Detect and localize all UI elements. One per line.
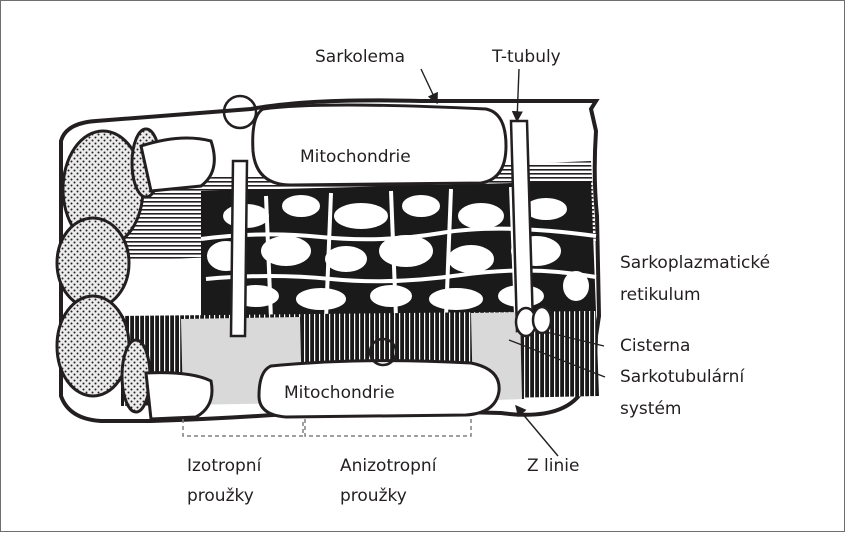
label-mitochondrie-bottom: Mitochondrie — [284, 382, 395, 404]
label-sarkolema: Sarkolema — [315, 46, 405, 68]
sarkolema-arrow — [421, 69, 437, 103]
label-sr-line2: retikulum — [620, 284, 701, 306]
label-sarkotubularni-line2: systém — [620, 398, 681, 420]
mitochondrion-top — [253, 105, 506, 185]
label-mitochondrie-top: Mitochondrie — [300, 146, 411, 168]
band-brackets — [183, 419, 471, 436]
label-anizotropni-line2: proužky — [340, 485, 407, 507]
label-sr-line1: Sarkoplazmatické — [620, 252, 770, 274]
label-cisterna: Cisterna — [620, 335, 690, 357]
terminal-cisterna — [516, 307, 551, 336]
sarcoplasmic-reticulum-network — [201, 181, 596, 321]
label-anizotropni-line1: Anizotropní — [340, 455, 436, 477]
label-izotropni-line1: Izotropní — [187, 455, 261, 477]
label-t-tubuly: T-tubuly — [492, 46, 561, 68]
label-z-linie: Z linie — [527, 455, 579, 477]
label-sarkotubularni-line1: Sarkotubulární — [620, 366, 744, 388]
label-izotropni-line2: proužky — [187, 485, 254, 507]
